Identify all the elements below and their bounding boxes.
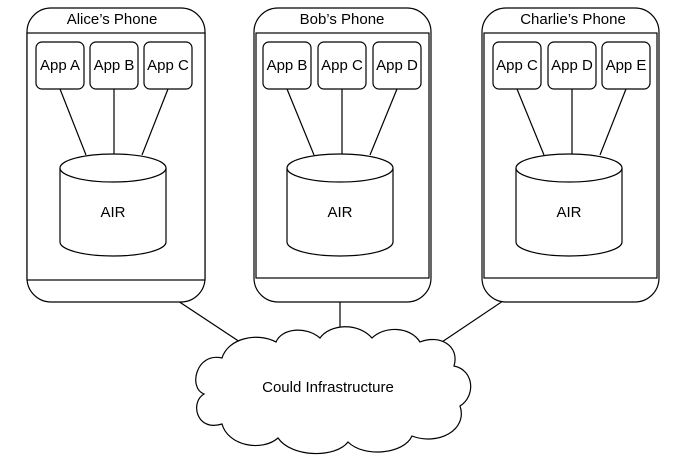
phone-title: Charlie’s Phone	[520, 11, 626, 28]
air-label: AIR	[100, 204, 125, 221]
cloud-label: Could Infrastructure	[262, 379, 394, 396]
app-connector	[516, 88, 545, 156]
air-datastore	[59, 153, 167, 257]
air-datastore	[515, 153, 623, 257]
app-label: App A	[40, 57, 80, 74]
app-label: App D	[551, 57, 593, 74]
air-label: AIR	[556, 204, 581, 221]
cloud-shape	[195, 326, 472, 455]
phone-bob: Bob’s Phone App B App C App D AIR	[253, 7, 432, 303]
app-label: App B	[267, 57, 308, 74]
phone-alice: Alice’s Phone App A App B App C AIR	[26, 7, 206, 303]
app-connector	[369, 88, 398, 156]
air-label: AIR	[327, 204, 352, 221]
app-label: App C	[496, 57, 538, 74]
app-connector	[59, 88, 87, 156]
phone-title: Bob’s Phone	[300, 11, 385, 28]
app-label: App C	[147, 57, 189, 74]
app-label: App E	[606, 57, 647, 74]
app-label: App B	[94, 57, 135, 74]
app-connector	[286, 88, 315, 156]
app-label: App C	[321, 57, 363, 74]
air-datastore	[286, 153, 394, 257]
app-connector	[141, 88, 169, 156]
app-label: App D	[376, 57, 418, 74]
phone-title: Alice’s Phone	[67, 11, 158, 28]
phone-charlie: Charlie’s Phone App C App D App E AIR	[481, 7, 660, 303]
app-connector	[599, 88, 627, 156]
